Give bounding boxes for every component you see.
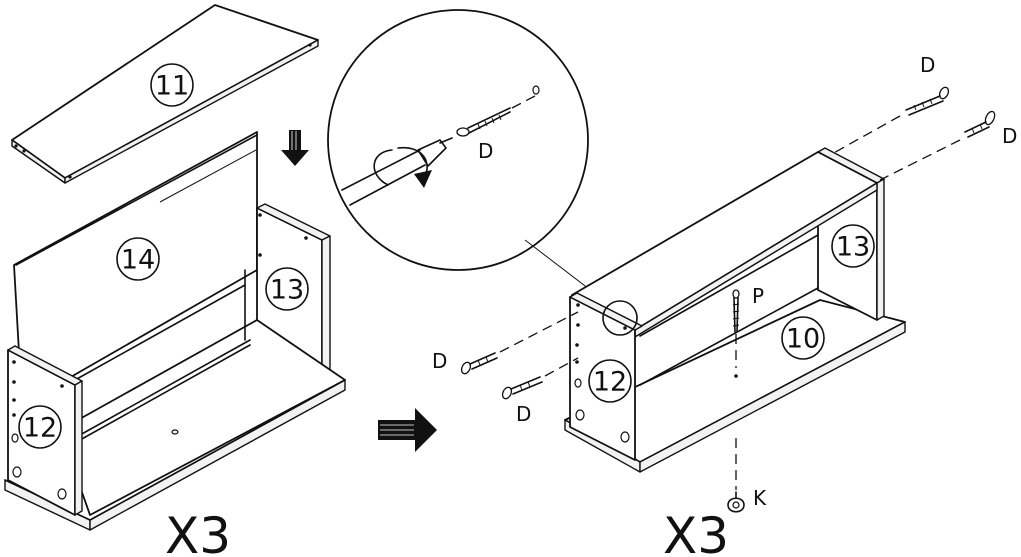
label-k: K — [753, 486, 767, 510]
callout-13-left: 13 — [270, 275, 304, 306]
label-d-left2: D — [516, 402, 531, 426]
callout-12-right-circle — [588, 359, 632, 403]
callout-14-circle — [116, 237, 160, 281]
callout-11-circle — [150, 63, 194, 107]
multiplier-left: X3 — [165, 507, 231, 557]
label-d-top1: D — [920, 53, 935, 77]
label-d-detail: D — [478, 139, 493, 163]
screw-d-top1 — [829, 86, 950, 156]
label-d-left1: D — [432, 349, 447, 373]
screw-d-detail — [456, 107, 511, 137]
screw-p — [732, 289, 740, 378]
callout-12-right: 12 — [593, 367, 627, 398]
callout-14: 14 — [121, 245, 155, 276]
right-assembly: P K D D — [432, 53, 1017, 557]
rotate-clockwise-icon — [373, 147, 432, 188]
callout-12-left: 12 — [23, 413, 57, 444]
screw-d-top2 — [879, 110, 996, 181]
screw-d-left1 — [460, 311, 579, 375]
callout-10: 10 — [786, 324, 820, 355]
callout-13-left-circle — [265, 267, 309, 311]
label-p: P — [752, 284, 764, 308]
panel-12-right — [569, 292, 643, 461]
callout-12-left-circle — [18, 405, 62, 449]
foot-k — [727, 438, 745, 513]
screwdriver-icon — [341, 137, 453, 206]
panel-11 — [11, 4, 319, 184]
left-assembly: 11 14 13 12 X3 — [4, 4, 346, 557]
label-d-top2: D — [1002, 124, 1017, 148]
detail-magnifier: D — [327, 9, 611, 306]
multiplier-right: X3 — [663, 507, 729, 557]
callout-11: 11 — [155, 71, 189, 102]
callout-10-circle — [781, 316, 825, 360]
panel-12-left — [7, 345, 83, 516]
down-arrow-icon — [281, 130, 309, 166]
detail-target-circle — [602, 300, 638, 336]
callout-13-right: 13 — [836, 232, 870, 263]
right-arrow-icon — [378, 408, 437, 452]
callout-13-right-circle — [831, 224, 875, 268]
screw-d-left2 — [501, 357, 579, 400]
